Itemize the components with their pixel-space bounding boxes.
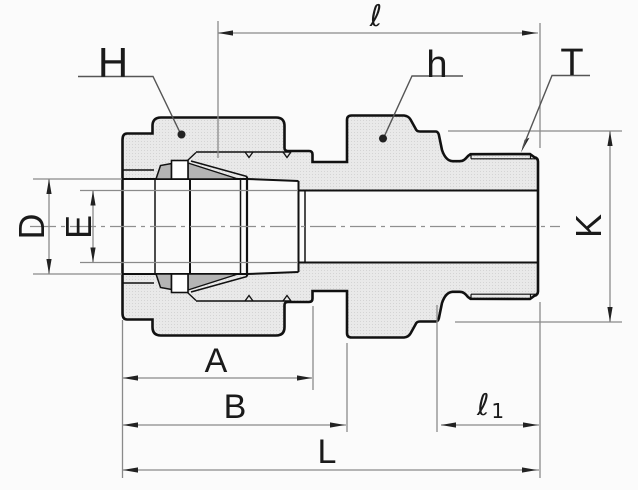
label-K: K xyxy=(568,214,609,238)
label-h: h xyxy=(426,44,447,86)
label-l: ℓ xyxy=(369,0,382,34)
label-T: T xyxy=(560,42,583,84)
ferrule-set xyxy=(154,159,248,294)
label-L: L xyxy=(318,433,337,471)
back-ferrule-bottom xyxy=(170,273,189,294)
leader-dot-h xyxy=(379,134,387,143)
dimension-lines xyxy=(48,32,611,471)
nut-thread-lines xyxy=(187,151,292,302)
label-H: H xyxy=(98,39,128,86)
leader-dot-H xyxy=(177,130,186,139)
label-E: E xyxy=(58,215,99,239)
fitting-outline xyxy=(121,114,540,339)
bore-lines xyxy=(122,169,538,284)
dimension-arrows xyxy=(46,30,613,473)
label-D: D xyxy=(11,214,52,240)
thread-detail xyxy=(470,154,536,299)
back-ferrule-top xyxy=(170,159,189,180)
label-B: B xyxy=(224,388,247,426)
leader-lines xyxy=(78,74,590,148)
label-A: A xyxy=(205,342,228,380)
extension-lines xyxy=(33,21,622,478)
